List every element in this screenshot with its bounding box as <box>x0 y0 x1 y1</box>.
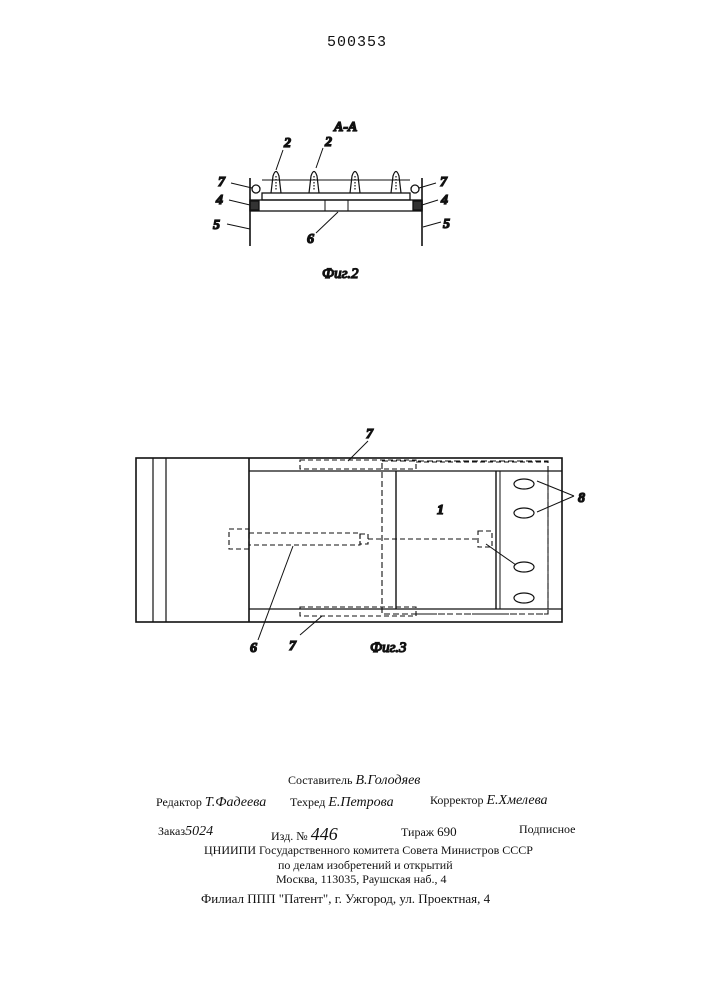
fig2-caption: Фиг.2 <box>322 266 359 282</box>
fig2-label-6: 6 <box>307 232 314 247</box>
subscription: Подписное <box>519 822 576 837</box>
corrector-name: Е.Хмелева <box>487 793 548 808</box>
org-line-1: ЦНИИПИ Государственного комитета Совета … <box>204 843 533 858</box>
print-run-line: Тираж 690 <box>401 824 457 840</box>
editor-name: Т.Фадеева <box>205 795 266 810</box>
fig3-electrodes <box>514 479 534 603</box>
fig3-label-1: 1 <box>437 503 444 518</box>
fig3-label-7-bottom: 7 <box>289 639 297 654</box>
fig2-guide-left <box>250 201 259 210</box>
fig3-guide-top <box>300 460 416 469</box>
fig2-electrodes <box>271 172 401 194</box>
techred-line: Техред Е.Петрова <box>290 795 394 811</box>
order-label: Заказ <box>158 824 185 838</box>
order-number: 5024 <box>185 824 213 839</box>
compiler-name: В.Голодяев <box>355 773 420 788</box>
editor-label: Редактор <box>156 795 202 809</box>
fig2-base <box>250 200 422 211</box>
issue-line: Изд. № 446 <box>271 824 338 845</box>
order-line: Заказ5024 <box>158 824 213 840</box>
fig3-cylinder <box>229 529 492 549</box>
figure-2: А-А <box>213 120 450 282</box>
fig3-label-8: 8 <box>578 491 585 506</box>
fig3-label-6: 6 <box>250 641 257 656</box>
techred-name: Е.Петрова <box>328 795 393 810</box>
fig2-roller-left <box>252 185 260 193</box>
techred-label: Техред <box>290 795 325 809</box>
compiler-label: Составитель <box>288 773 352 787</box>
branch-line: Филиал ППП "Патент", г. Ужгород, ул. Про… <box>201 891 490 907</box>
print-run-label: Тираж <box>401 825 434 839</box>
corrector-label: Корректор <box>430 793 484 807</box>
fig3-label-7-top: 7 <box>366 427 374 442</box>
issue-number: 446 <box>311 824 338 844</box>
fig2-label-2-left: 2 <box>283 136 291 151</box>
org-line-3: Москва, 113035, Раушская наб., 4 <box>276 872 447 887</box>
print-run-number: 690 <box>437 824 457 839</box>
fig3-guide-bottom <box>300 607 416 616</box>
editor-line: Редактор Т.Фадеева <box>156 795 266 811</box>
corrector-line: Корректор Е.Хмелева <box>430 793 548 809</box>
fig2-label-4-left: 4 <box>215 193 223 208</box>
compiler-line: Составитель В.Голодяев <box>288 773 420 789</box>
org-line-2: по делам изобретений и открытий <box>278 858 453 873</box>
fig2-roller-right <box>411 185 419 193</box>
fig3-carriage <box>382 461 548 614</box>
figure-3: 7 1 8 6 7 Фиг.3 <box>136 427 585 656</box>
fig2-label-7-left: 7 <box>218 175 226 190</box>
fig2-label-2-right: 2 <box>324 135 332 150</box>
fig2-section-label: А-А <box>333 120 357 135</box>
fig3-caption: Фиг.3 <box>370 640 406 656</box>
issue-label: Изд. № <box>271 829 308 843</box>
fig2-guide-right <box>413 201 422 210</box>
fig2-label-7-right: 7 <box>440 175 448 190</box>
fig2-label-4-right: 4 <box>440 193 448 208</box>
fig3-outer-frame <box>136 458 562 622</box>
fig2-label-5-right: 5 <box>443 217 450 232</box>
fig2-label-5-left: 5 <box>213 218 220 233</box>
fig2-plate <box>262 193 410 200</box>
